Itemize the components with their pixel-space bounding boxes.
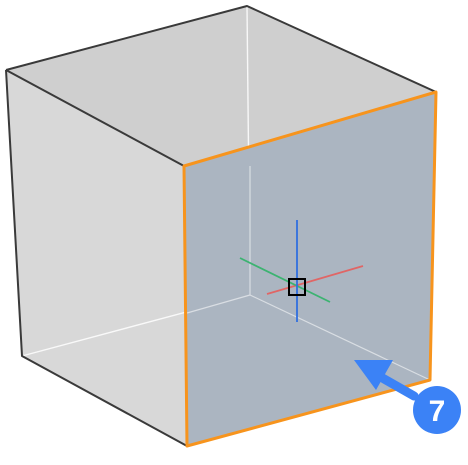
cube-solid[interactable] [5, 5, 438, 448]
see-through-edge-left [186, 294, 251, 314]
edge-top-back [5, 5, 437, 93]
callout-arrow-head [354, 360, 393, 390]
ucs-y-axis [239, 257, 331, 303]
callout-badge [413, 386, 461, 434]
cube-visible-edges [5, 5, 437, 447]
cube-front-face-selected[interactable] [184, 92, 436, 446]
callout-7: 7 [354, 360, 461, 434]
edge-left-outline [5, 69, 188, 447]
pickbox [288, 278, 306, 296]
callout-number: 7 [429, 395, 446, 428]
edge-top-left [5, 69, 185, 167]
front-face-see-through-edges [186, 166, 431, 381]
see-through-edge-right [249, 294, 431, 381]
ucs-x-axis [266, 265, 364, 295]
ucs-cursor [239, 220, 364, 322]
front-face-selection-outline [182, 90, 438, 448]
cube-top-face[interactable] [6, 6, 436, 166]
cube-left-face[interactable] [6, 70, 187, 446]
